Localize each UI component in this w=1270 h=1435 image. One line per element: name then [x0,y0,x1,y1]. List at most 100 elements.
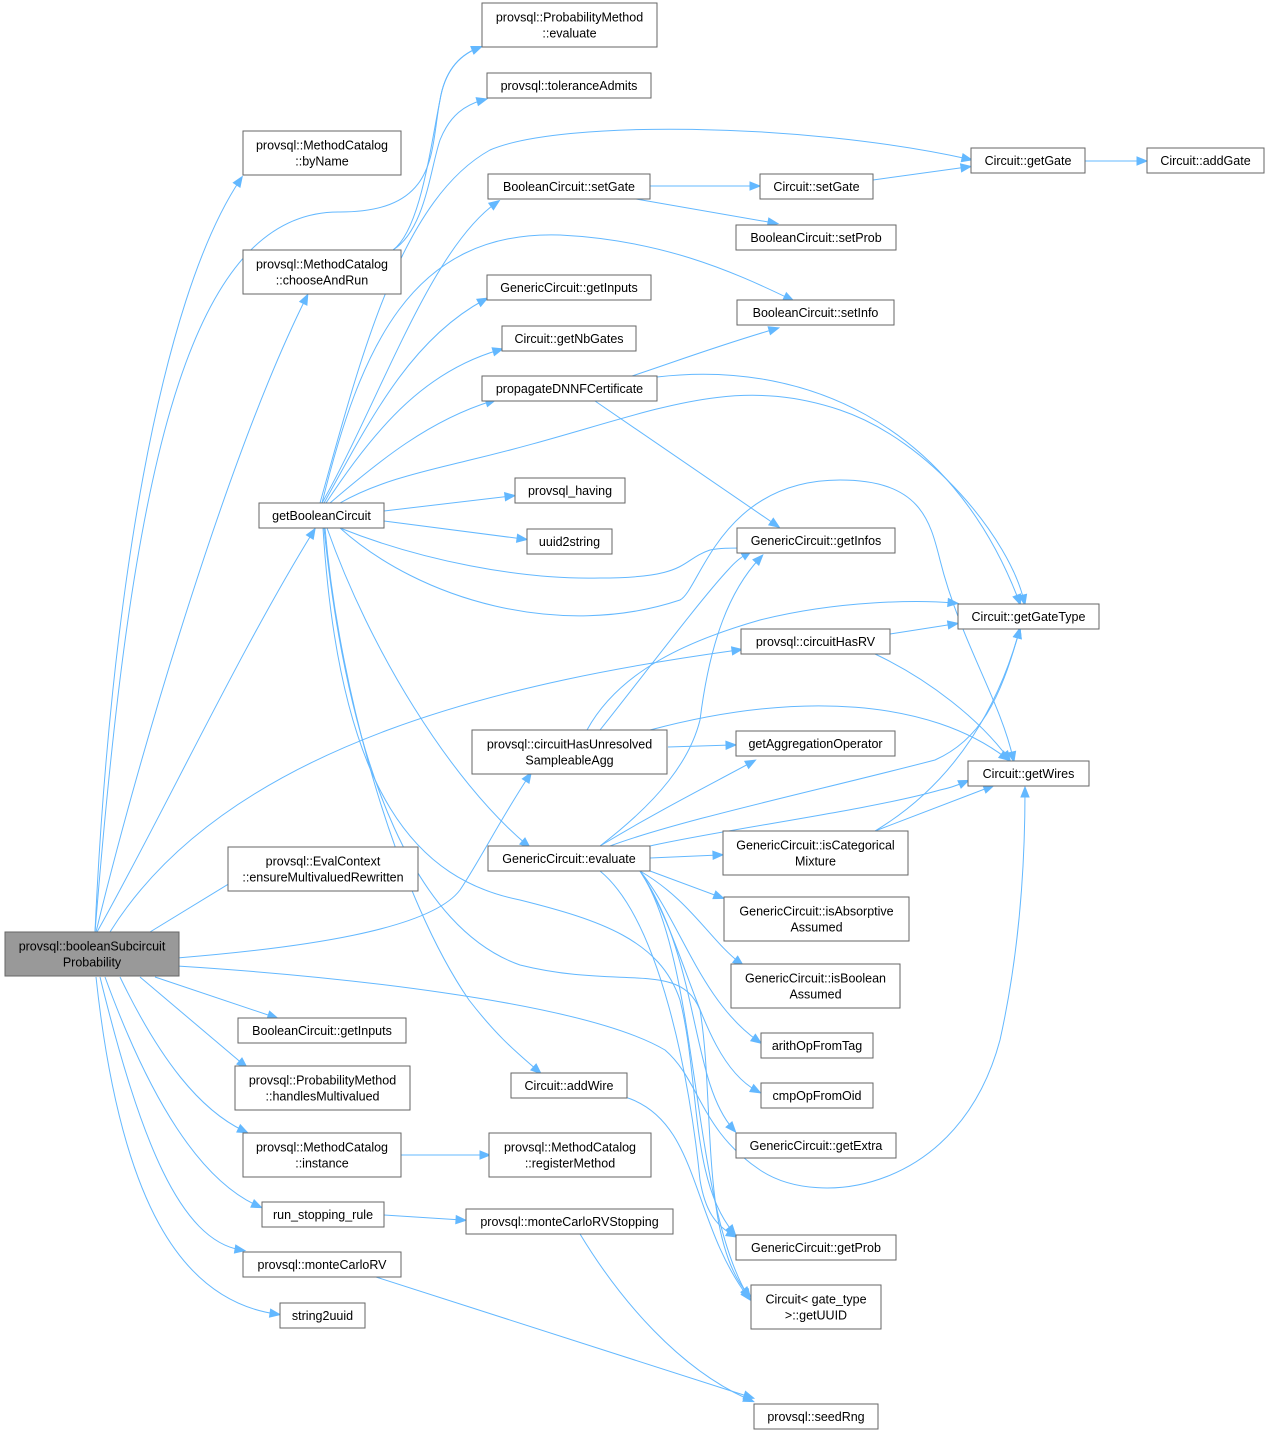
arrowhead-icon [959,163,973,173]
edge-line [874,631,1020,832]
edge-line [95,976,277,1315]
node-getwires[interactable]: Circuit::getWires [967,760,1090,787]
node-getextra[interactable]: GenericCircuit::getExtra [735,1132,897,1159]
node-c_setgate[interactable]: Circuit::setGate [759,173,874,200]
node-label: provsql::MethodCatalog [256,258,388,272]
node-bc_setgate[interactable]: BooleanCircuit::setGate [487,173,651,200]
node-pm_evaluate[interactable]: provsql::ProbabilityMethod::evaluate [481,2,658,48]
node-getgate[interactable]: Circuit::getGate [970,147,1086,174]
edge-iscat-to-getgatetype [874,626,1022,832]
edge-iscat-to-getwires [874,784,995,832]
node-setinfo[interactable]: BooleanCircuit::setInfo [736,299,895,326]
edge-layer [94,45,1149,1403]
node-box [722,830,909,876]
node-uuid2string[interactable]: uuid2string [526,528,613,555]
node-box [510,1072,628,1099]
edge-root-to-string2uuid [95,976,282,1318]
edge-getboolcirc-to-addwire [324,527,542,1075]
node-handlesmv[interactable]: provsql::ProbabilityMethod::handlesMulti… [234,1065,411,1111]
node-getboolcirc[interactable]: getBooleanCircuit [258,502,385,529]
arrowhead-icon [232,175,243,189]
node-cmpop[interactable]: cmpOpFromOid [760,1082,874,1109]
node-aggop[interactable]: getAggregationOperator [735,730,896,757]
node-addwire[interactable]: Circuit::addWire [510,1072,628,1099]
node-box [750,1284,882,1330]
node-unresolved[interactable]: provsql::circuitHasUnresolvedSampleableA… [471,729,668,775]
node-addgate[interactable]: Circuit::addGate [1146,147,1265,174]
edge-line [635,198,775,224]
node-setprob[interactable]: BooleanCircuit::setProb [735,224,897,251]
node-box [1146,147,1265,174]
node-box [970,147,1086,174]
edge-line [656,373,1020,602]
node-string2uuid[interactable]: string2uuid [279,1302,366,1329]
node-label: GenericCircuit::isCategorical [736,839,894,853]
edge-line [639,870,759,1042]
arrowhead-icon [767,326,781,336]
node-bc_getinputs[interactable]: BooleanCircuit::getInputs [237,1017,407,1044]
node-mc_instance[interactable]: provsql::MethodCatalog::instance [242,1132,402,1178]
arrowhead-icon [749,1033,763,1045]
node-mcrvstop[interactable]: provsql::monteCarloRVStopping [465,1208,674,1235]
node-box [242,1132,402,1178]
node-registermethod[interactable]: provsql::MethodCatalog::registerMethod [488,1132,652,1178]
node-label: arithOpFromTag [772,1039,862,1053]
node-box [730,963,901,1009]
node-ensuremv[interactable]: provsql::EvalContext::ensureMultivaluedR… [227,846,419,892]
node-label: provsql::seedRng [767,1410,864,1424]
arrowhead-icon [1012,626,1022,640]
edge-line [599,552,749,731]
edge-line [339,479,1014,759]
arrowhead-icon [742,1393,755,1403]
edge-line [874,786,991,832]
node-box [237,1017,407,1044]
arrowhead-icon [521,771,532,785]
node-having[interactable]: provsql_having [514,477,626,504]
node-getuuid[interactable]: Circuit< gate_type>::getUUID [750,1284,882,1330]
node-chooseandrun[interactable]: provsql::MethodCatalog::chooseAndRun [242,249,402,295]
node-getinfos[interactable]: GenericCircuit::getInfos [736,527,896,554]
edge-line [176,790,1026,1189]
node-label: GenericCircuit::evaluate [502,852,635,866]
node-getnbgates[interactable]: Circuit::getNbGates [501,325,637,352]
arrowhead-icon [529,1063,542,1075]
edge-getgate-to-addgate [1085,156,1149,166]
node-byname[interactable]: provsql::MethodCatalog::byName [242,130,402,176]
node-box [234,1065,411,1111]
node-box [487,173,651,200]
node-arithop[interactable]: arithOpFromTag [760,1032,874,1059]
node-label: Circuit::setGate [773,180,859,194]
node-getprob[interactable]: GenericCircuit::getProb [735,1234,897,1261]
node-box [736,527,896,554]
node-label: GenericCircuit::getInfos [751,534,882,548]
node-box [261,1201,385,1228]
edge-mcrv-to-seedrng [375,1276,756,1400]
node-hasrv[interactable]: provsql::circuitHasRV [740,628,891,655]
node-box [227,846,419,892]
arrowhead-icon [740,1288,752,1302]
node-propagate[interactable]: propagateDNNFCertificate [481,375,658,402]
node-getgatetype[interactable]: Circuit::getGateType [957,603,1100,630]
edge-getboolcirc-to-getgatetype [339,394,1028,607]
node-box [736,299,895,326]
arrowhead-icon [268,1308,282,1318]
node-gc_evaluate[interactable]: GenericCircuit::evaluate [487,845,651,872]
edge-mc_instance-to-registermethod [401,1150,492,1160]
edge-line [322,527,734,1233]
arrowhead-icon [1020,785,1030,798]
node-box [759,173,874,200]
arrowhead-icon [946,620,960,630]
node-seedrng[interactable]: provsql::seedRng [753,1403,879,1430]
arrowhead-icon [1006,750,1017,764]
node-box [514,477,626,504]
node-gc_getinputs[interactable]: GenericCircuit::getInputs [486,274,652,301]
edge-hasrv-to-getgatetype [889,620,960,635]
node-runstop[interactable]: run_stopping_rule [261,1201,385,1228]
node-mcrv[interactable]: provsql::monteCarloRV [242,1251,402,1278]
node-tolerance[interactable]: provsql::toleranceAdmits [486,72,652,99]
node-label: ::ensureMultivaluedRewritten [242,871,403,885]
